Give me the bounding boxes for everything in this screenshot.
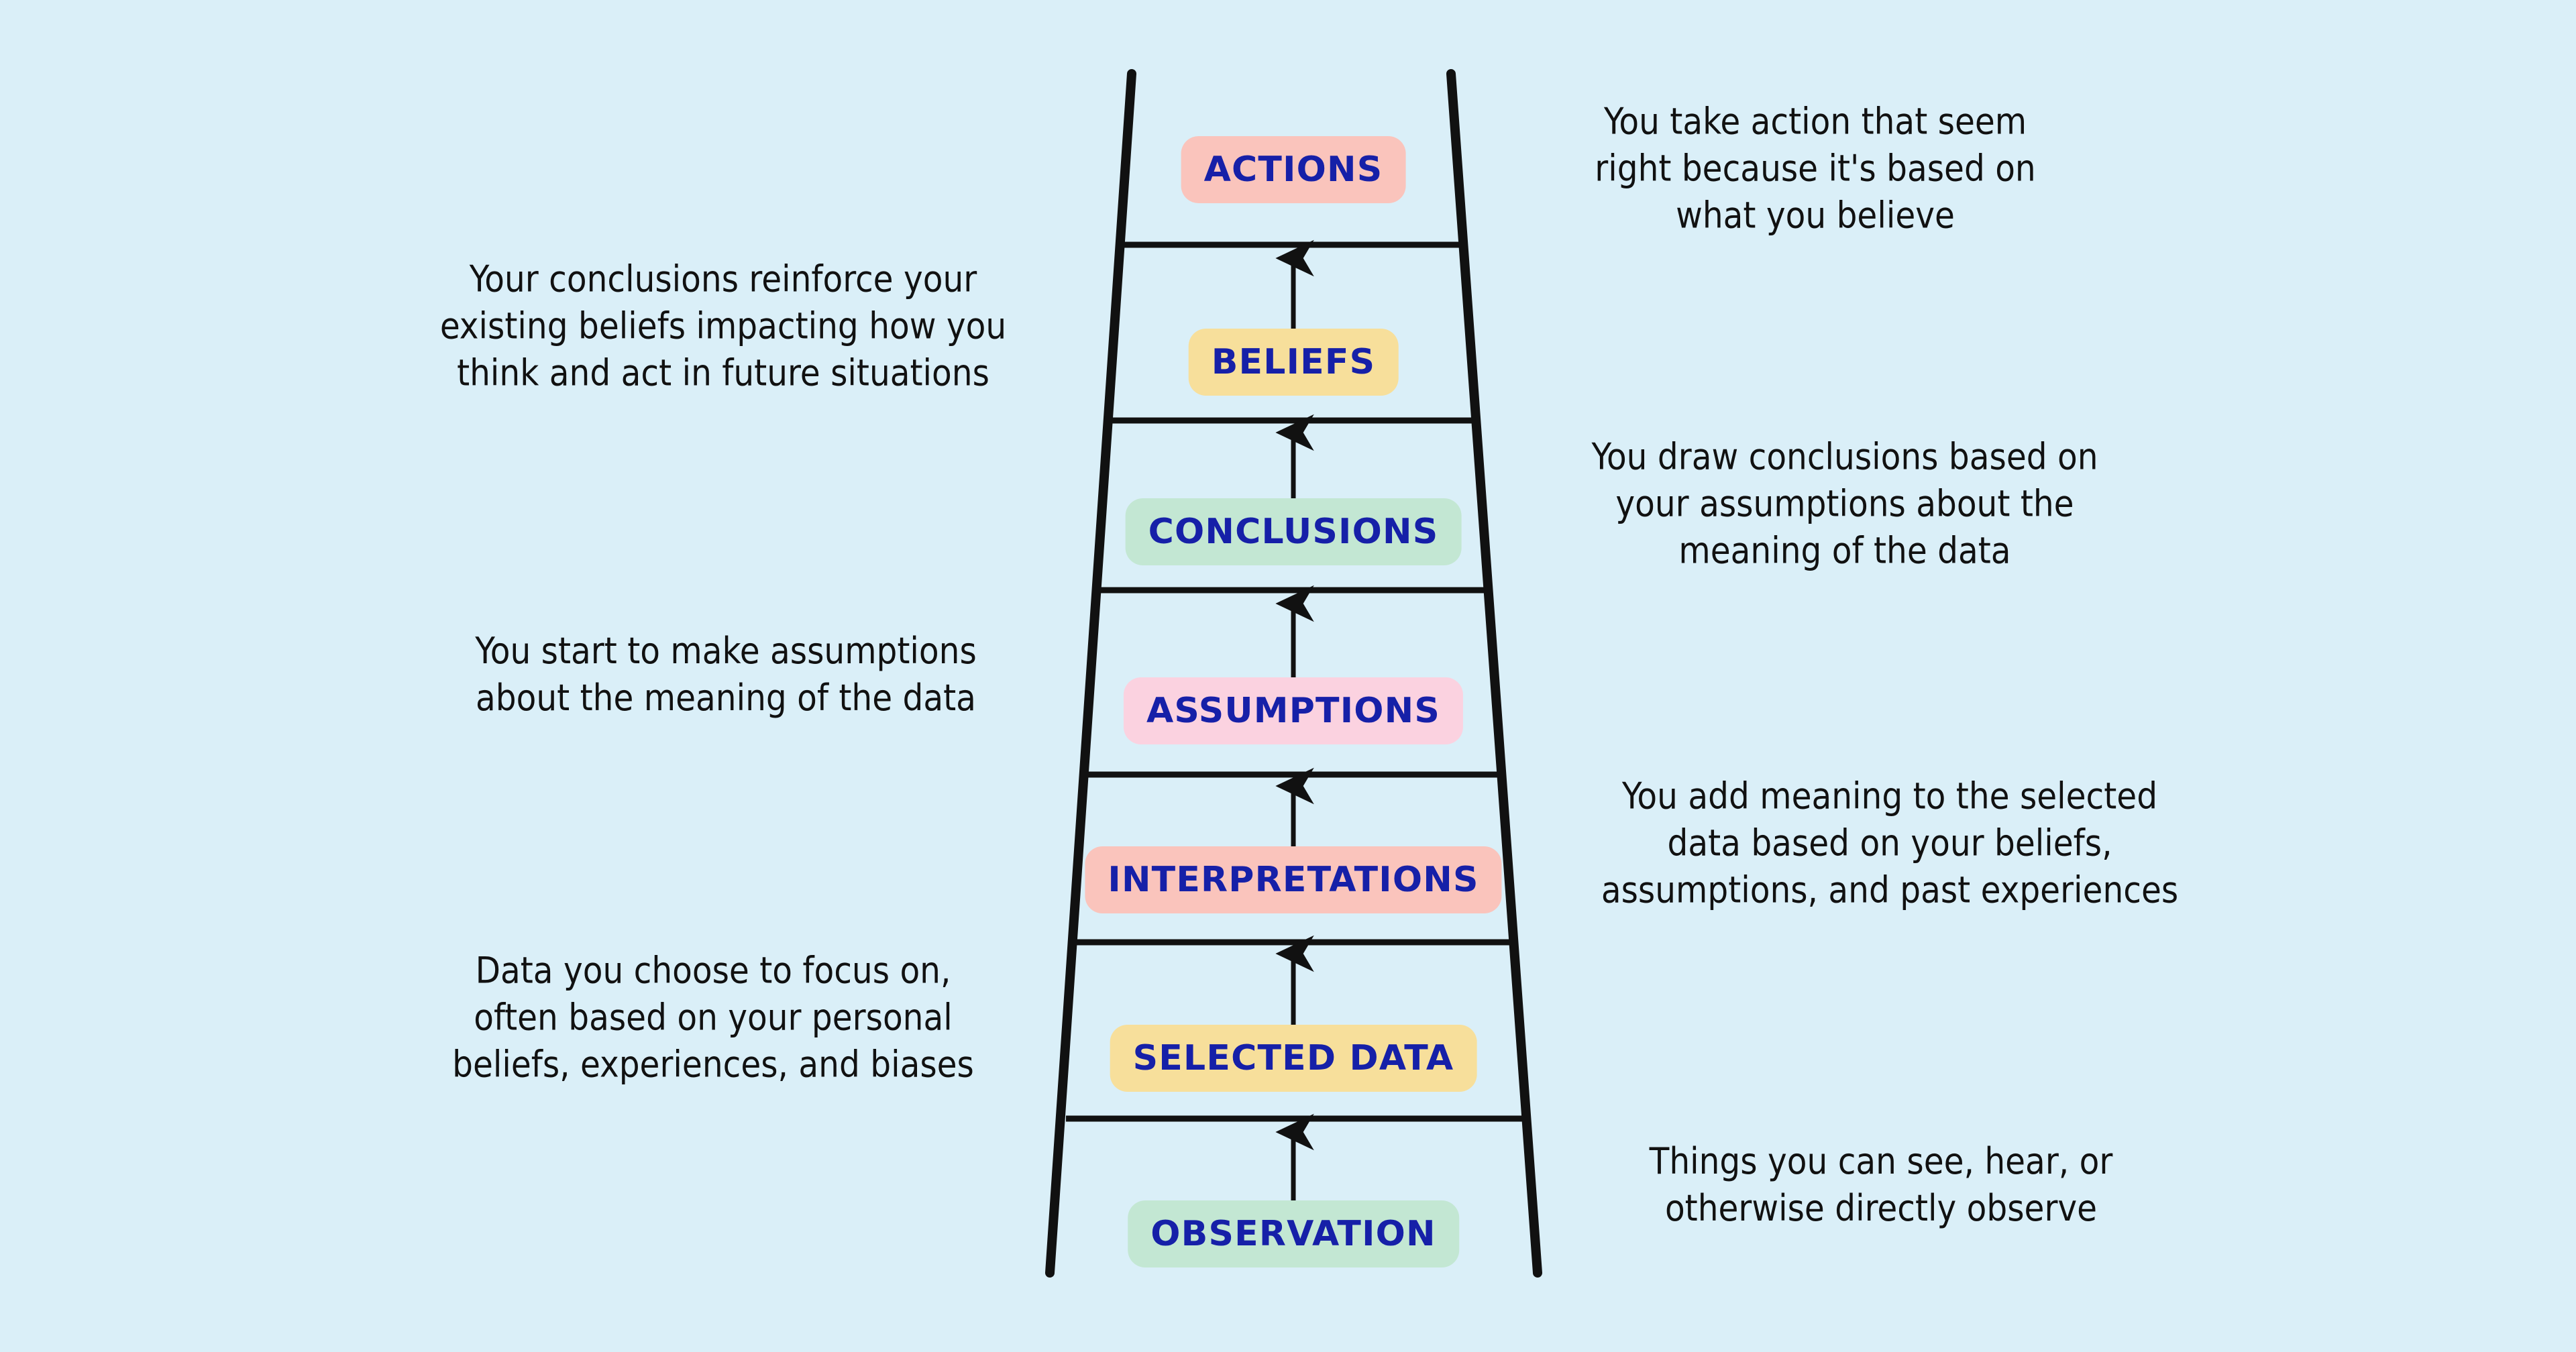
description-selected-data: Data you choose to focus on, often based… (452, 949, 974, 1086)
ladder-rail-right (1446, 69, 1542, 1278)
description-assumptions: You start to make assumptions about the … (475, 629, 977, 719)
description-actions: You take action that seem right because … (1595, 100, 2036, 237)
rung-label-observation[interactable]: OBSERVATION (1128, 1200, 1459, 1268)
rung-label-interpretations[interactable]: INTERPRETATIONS (1085, 846, 1502, 913)
description-interpretations: You add meaning to the selected data bas… (1601, 775, 2179, 912)
rung-label-selected-data[interactable]: SELECTED DATA (1110, 1025, 1477, 1092)
description-observation: Things you can see, hear, or otherwise d… (1649, 1139, 2113, 1229)
rung-label-conclusions[interactable]: CONCLUSIONS (1125, 498, 1462, 565)
rung-label-beliefs[interactable]: BELIEFS (1188, 329, 1399, 396)
description-conclusions: You draw conclusions based on your assum… (1591, 435, 2098, 573)
ladder-rails (1045, 69, 1542, 1278)
rung-label-assumptions[interactable]: ASSUMPTIONS (1123, 677, 1464, 744)
ladder-rail-left (1045, 69, 1136, 1278)
rung-label-actions[interactable]: ACTIONS (1181, 136, 1406, 203)
description-beliefs: Your conclusions reinforce your existing… (439, 258, 1007, 395)
